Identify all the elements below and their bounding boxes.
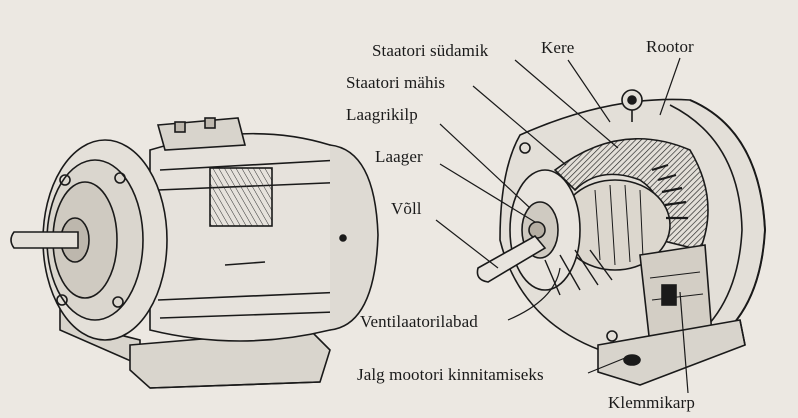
- label-mounting-foot: Jalg mootori kinnitamiseks: [357, 365, 544, 384]
- leader-stator-core: [514, 59, 619, 149]
- leader-stator-winding: [472, 85, 567, 166]
- label-fan-blades: Ventilaatorilabad: [360, 312, 478, 331]
- leader-mounting-foot: [587, 357, 626, 374]
- leader-bearing: [439, 163, 536, 223]
- leader-lines: [435, 57, 689, 394]
- label-bearing: Laager: [375, 147, 423, 166]
- leader-rotor: [659, 57, 681, 116]
- label-terminal-box: Klemmikarp: [608, 393, 695, 412]
- leader-terminal-box: [679, 291, 689, 394]
- label-housing: Kere: [541, 38, 575, 57]
- label-shaft: Võll: [391, 199, 422, 218]
- cutaway-motor-view: [476, 89, 767, 386]
- leader-housing: [567, 59, 611, 123]
- external-motor-view: [10, 117, 379, 389]
- leader-end-shield: [439, 123, 531, 209]
- leader-fan-blades: [507, 267, 561, 321]
- label-rotor: Rootor: [646, 37, 694, 56]
- leader-shaft: [435, 219, 499, 269]
- label-stator-winding: Staatori mähis: [346, 73, 446, 92]
- label-end-shield: Laagrikilp: [346, 105, 418, 124]
- label-stator-core: Staatori südamik: [372, 41, 489, 60]
